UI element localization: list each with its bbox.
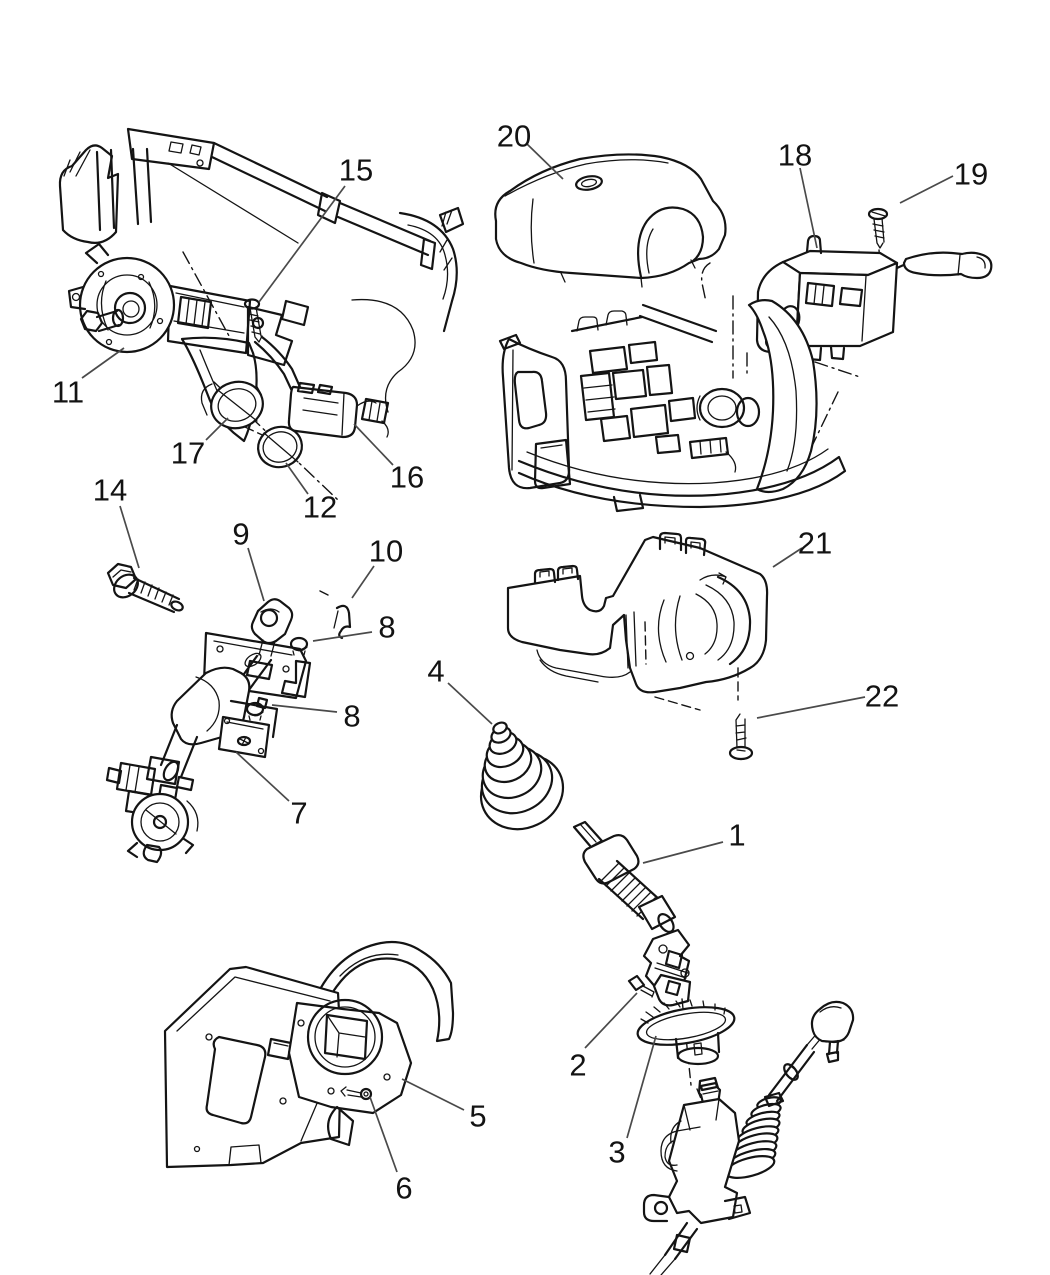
- leader-line-16: [353, 423, 394, 466]
- leader-line-19: [899, 175, 954, 204]
- callout-3: 3: [608, 1135, 625, 1170]
- part-seal-fastener-6: [340, 1086, 373, 1101]
- leader-line-21: [772, 547, 803, 568]
- callout-15: 15: [339, 153, 373, 188]
- part-shroud-screw-22: [728, 713, 754, 761]
- callout-9: 9: [232, 517, 249, 552]
- callout-8b: 8: [343, 699, 360, 734]
- callout-22: 22: [865, 679, 899, 714]
- leader-line-8a: [312, 631, 373, 642]
- part-ignition-switch-16: [287, 381, 390, 439]
- part-column-opening-seal-5: [287, 998, 413, 1147]
- ghost-mounting-lines: [700, 262, 861, 445]
- leader-line-8b: [271, 704, 338, 713]
- leader-line-14: [119, 505, 140, 569]
- part-bracket-screw-15: [243, 298, 263, 343]
- part-steering-column-7: [105, 598, 312, 864]
- callout-1: 1: [728, 818, 745, 853]
- leader-line-22: [756, 696, 866, 719]
- leader-line-20: [526, 143, 564, 180]
- part-lower-shroud-21: [506, 531, 769, 711]
- part-dampener-ring-3: [636, 999, 736, 1066]
- leader-line-12: [285, 462, 309, 495]
- part-shaft-ring-12: [257, 425, 303, 469]
- callout-20: 20: [497, 119, 531, 154]
- part-upper-shroud-20: [494, 153, 727, 288]
- part-tie-rod-end: [767, 1000, 855, 1103]
- leader-line-2: [584, 992, 638, 1049]
- callout-14: 14: [93, 473, 127, 508]
- part-nut-8-lower: [245, 701, 265, 721]
- leader-line-11: [81, 347, 125, 379]
- part-column-in-dash-assembly: [498, 299, 847, 513]
- leader-lines: [81, 143, 954, 1173]
- part-mounting-bolt-14: [106, 562, 184, 614]
- leader-line-1: [642, 841, 724, 864]
- callout-6: 6: [395, 1171, 412, 1206]
- part-nut-8-upper: [289, 636, 309, 656]
- part-retainer-clip-10: [319, 590, 352, 640]
- callout-5: 5: [469, 1099, 486, 1134]
- callout-12: 12: [303, 490, 337, 525]
- callout-18: 18: [778, 138, 812, 173]
- part-upper-coupler-9: [250, 598, 294, 657]
- leader-line-17: [205, 417, 229, 441]
- leader-line-3: [626, 1035, 657, 1139]
- part-column-boot-4: [479, 721, 565, 831]
- part-bearing-ring-17: [200, 380, 264, 430]
- callout-11: 11: [52, 375, 84, 410]
- part-intermediate-shaft-1: [572, 820, 692, 1007]
- callout-7: 7: [290, 796, 307, 831]
- leader-line-6: [369, 1096, 398, 1173]
- callout-8a: 8: [378, 610, 395, 645]
- part-column-installation-view: [58, 127, 465, 501]
- callout-19: 19: [954, 157, 988, 192]
- leader-line-7: [235, 751, 290, 802]
- callout-4: 4: [427, 654, 444, 689]
- leader-line-10: [351, 565, 375, 599]
- leader-line-5: [401, 1078, 465, 1111]
- callout-21: 21: [798, 526, 832, 561]
- callout-17: 17: [171, 436, 205, 471]
- part-pinch-bolt-2: [627, 974, 655, 998]
- leader-line-15: [258, 185, 346, 303]
- leader-line-18: [799, 167, 818, 249]
- leader-line-9: [247, 547, 265, 602]
- callout-10: 10: [369, 534, 403, 569]
- part-switch-stalk-lever: [902, 251, 993, 280]
- callout-2: 2: [569, 1048, 586, 1083]
- part-steering-gear-3-assembly: [642, 1000, 855, 1275]
- callout-16: 16: [390, 460, 424, 495]
- leader-line-4: [447, 682, 493, 725]
